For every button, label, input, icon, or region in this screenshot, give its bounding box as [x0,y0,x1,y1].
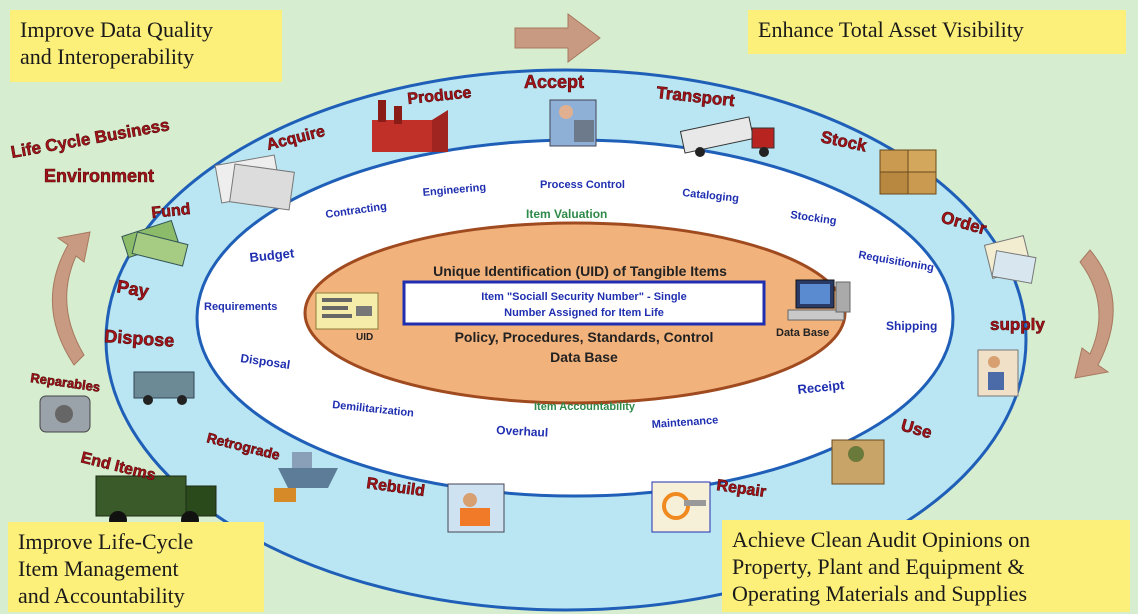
rebuild-worker-icon [447,483,505,533]
goal-data-quality-line2: and Interoperability [20,44,195,69]
stage-reparables: Reparables [30,370,101,395]
goal-asset-visibility-line1: Enhance Total Asset Visibility [758,17,1024,42]
order-forms-icon [983,235,1037,284]
proc-process-control: Process Control [540,179,625,191]
proc-budget: Budget [249,245,296,265]
flow-arrow-right [1074,249,1114,379]
goal-clean-audit-line3: Operating Materials and Supplies [732,581,1028,606]
goal-lifecycle-line2: Item Management [18,556,179,581]
boxes-icon [879,149,937,195]
center-title: Unique Identification (UID) of Tangible … [433,263,727,279]
goal-clean-audit: Achieve Clean Audit Opinions on Property… [722,520,1130,612]
stage-accept: Accept [524,72,584,92]
goal-lifecycle-management: Improve Life-Cycle Item Management and A… [8,522,264,612]
acquire-papers-icon [214,154,295,211]
ship-retrograde-icon [274,452,338,502]
ssn-line-1: Item "Sociall Security Number" - Single [481,291,686,303]
supply-worker-icon [977,349,1019,397]
factory-icon [372,100,448,152]
goal-lifecycle-line3: and Accountability [18,583,185,608]
flow-arrow-top [514,13,601,63]
computer-icon [787,279,851,321]
disposal-truck-icon [133,371,195,405]
proc-maintenance: Maintenance [651,414,718,431]
proc-item-accountability: Item Accountability [534,401,636,413]
environment-label-line2: Environment [44,166,154,186]
proc-requirements: Requirements [204,301,277,313]
flow-arrow-left [52,231,91,366]
worker-inspecting-icon [549,99,597,147]
goal-clean-audit-line1: Achieve Clean Audit Opinions on [732,527,1031,552]
proc-disposal: Disposal [240,351,291,372]
proc-engineering: Engineering [422,181,486,198]
money-icon [121,219,189,267]
stage-fund: Fund [151,201,192,222]
ssn-line-2: Number Assigned for Item Life [504,307,664,319]
uid-tag-label: UID [356,332,373,343]
proc-item-valuation: Item Valuation [526,207,607,221]
soldier-use-icon [831,439,885,485]
goal-data-quality: Improve Data Quality and Interoperabilit… [10,10,282,82]
db-icon-label: Data Base [776,327,829,339]
uid-tag-icon [315,292,379,330]
environment-label-line1: Life Cycle Business [9,115,170,162]
goal-clean-audit-line2: Property, Plant and Equipment & [732,554,1025,579]
proc-overhaul: Overhaul [496,423,549,440]
goal-asset-visibility: Enhance Total Asset Visibility [748,10,1126,54]
proc-shipping: Shipping [886,319,937,333]
proc-receipt: Receipt [797,377,846,397]
stage-supply: supply [990,315,1045,334]
ssn-box [402,280,766,326]
engine-parts-icon [39,395,91,433]
wrench-repair-icon [651,481,711,533]
truck-icon [679,116,775,157]
center-database: Data Base [550,349,618,365]
goal-lifecycle-line1: Improve Life-Cycle [18,529,194,554]
proc-cataloging: Cataloging [682,187,740,205]
center-policy: Policy, Procedures, Standards, Control [455,329,714,345]
goal-data-quality-line1: Improve Data Quality [20,17,214,42]
